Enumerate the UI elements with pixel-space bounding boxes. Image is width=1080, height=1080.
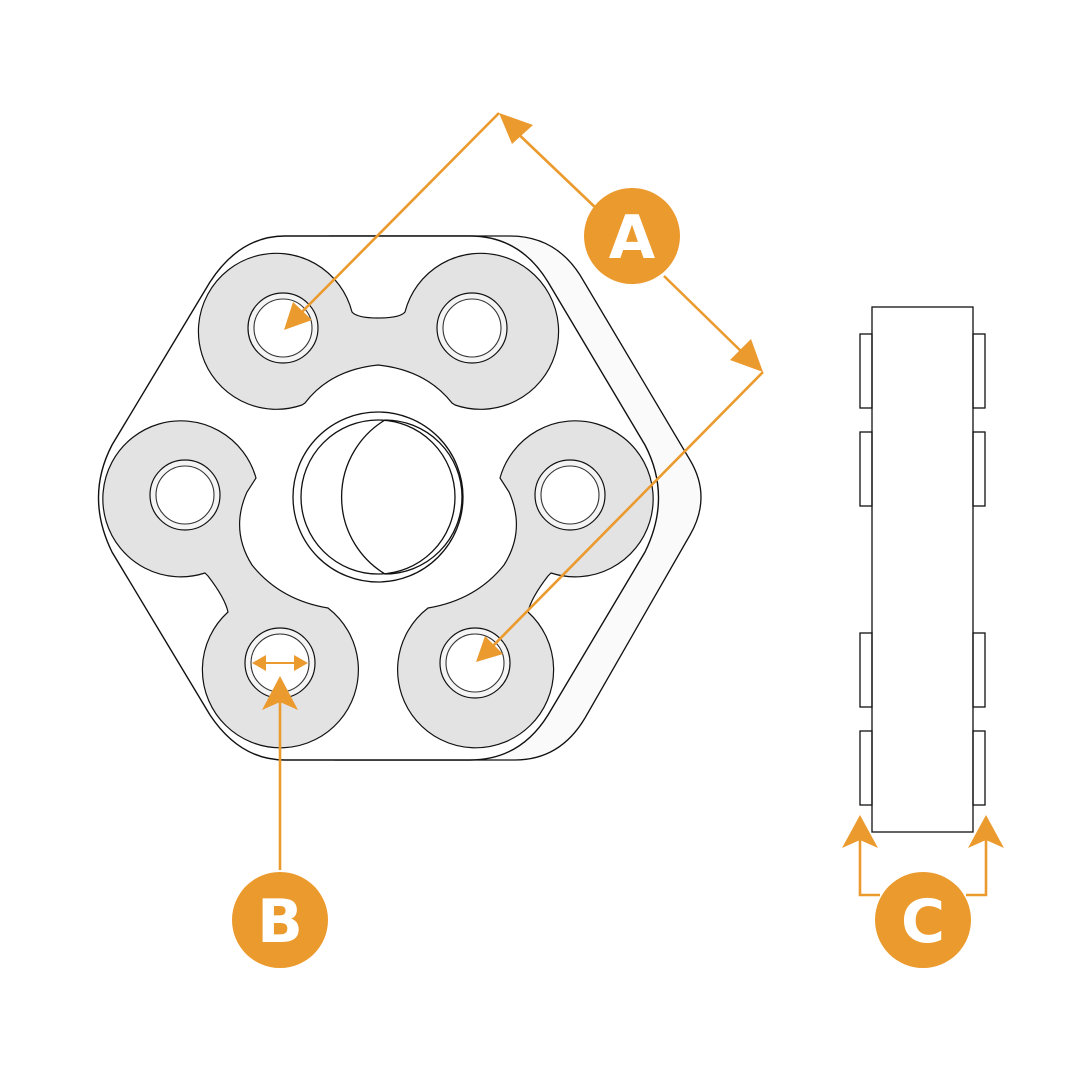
bolt-hole-1 [247, 292, 319, 364]
callout-b-label: B [257, 887, 303, 957]
side-flange-left-upper [859, 431, 873, 507]
side-flange-left-top [859, 333, 873, 409]
side-view [859, 306, 986, 833]
callout-b-badge: B [232, 872, 328, 968]
callout-c-label: C [901, 887, 945, 957]
dimension-b [252, 655, 308, 870]
center-bore-inner [300, 419, 456, 575]
dimension-c [842, 815, 1004, 897]
bolt-hole-2 [436, 292, 508, 364]
side-flange-right-lower [972, 632, 986, 708]
side-flange-left-bottom [859, 730, 873, 806]
bolt-hole-3 [149, 459, 221, 531]
bolt-hole-4 [534, 459, 606, 531]
dimension-a [284, 112, 764, 662]
callout-c-badge: C [875, 872, 971, 968]
center-bore-depth [340, 419, 463, 575]
side-body [871, 306, 974, 833]
side-flange-right-top [972, 333, 986, 409]
side-flange-right-bottom [972, 730, 986, 806]
side-flange-left-lower [859, 632, 873, 708]
front-view [97, 235, 702, 761]
side-flange-right-upper [972, 431, 986, 507]
lobe-top [197, 252, 560, 410]
callout-a-badge: A [584, 188, 680, 284]
callout-a-label: A [609, 203, 656, 273]
center-bore-outer [292, 411, 464, 583]
